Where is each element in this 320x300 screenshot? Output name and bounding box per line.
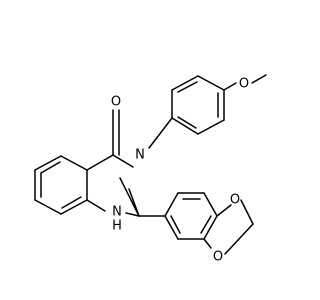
- bond: [34, 155, 62, 171]
- carbonyl-oxygen-label: O: [111, 95, 121, 110]
- bond: [112, 154, 134, 168]
- bond: [203, 215, 218, 240]
- bond: [164, 192, 179, 217]
- dihydroquinazolinone-ring: [86, 109, 140, 217]
- amine-hydrogen-label: H: [112, 219, 122, 234]
- amide-nitrogen-label: N: [135, 148, 145, 163]
- bond: [197, 119, 225, 135]
- dioxole-oxygen-top-label: O: [230, 193, 240, 208]
- bond: [240, 199, 254, 225]
- bond: [34, 199, 62, 215]
- methoxy-bond: [223, 82, 237, 91]
- bond: [164, 215, 179, 240]
- benzo-ring: [34, 155, 88, 215]
- methoxyphenyl-ring: [148, 74, 267, 149]
- bond: [86, 154, 114, 171]
- structure-canvas: O N O N H O O: [34, 74, 267, 265]
- bond: [171, 117, 199, 135]
- bond: [60, 199, 88, 215]
- bond: [171, 75, 199, 91]
- bond-inner: [177, 81, 198, 93]
- bond: [224, 223, 254, 255]
- bond: [216, 204, 232, 217]
- bond-inner: [177, 116, 197, 129]
- methoxy-oxygen-label: O: [239, 77, 249, 92]
- bond: [203, 192, 218, 217]
- bond: [60, 155, 88, 171]
- molecule-structure: O N O N H O O: [34, 74, 267, 265]
- bond: [119, 177, 140, 217]
- methyl-bond: [251, 74, 267, 84]
- benzodioxole-ring: [138, 192, 254, 255]
- dioxole-oxygen-bottom-label: O: [213, 250, 223, 265]
- bond: [148, 117, 173, 149]
- bond-inner: [40, 161, 61, 174]
- amine-nitrogen-label: N: [112, 205, 122, 220]
- bond: [203, 238, 212, 249]
- bond: [86, 199, 106, 212]
- bond: [125, 212, 140, 217]
- bond-inner: [170, 215, 181, 234]
- bond-inner: [61, 196, 82, 209]
- bond: [197, 75, 225, 91]
- bond-inner: [200, 215, 212, 234]
